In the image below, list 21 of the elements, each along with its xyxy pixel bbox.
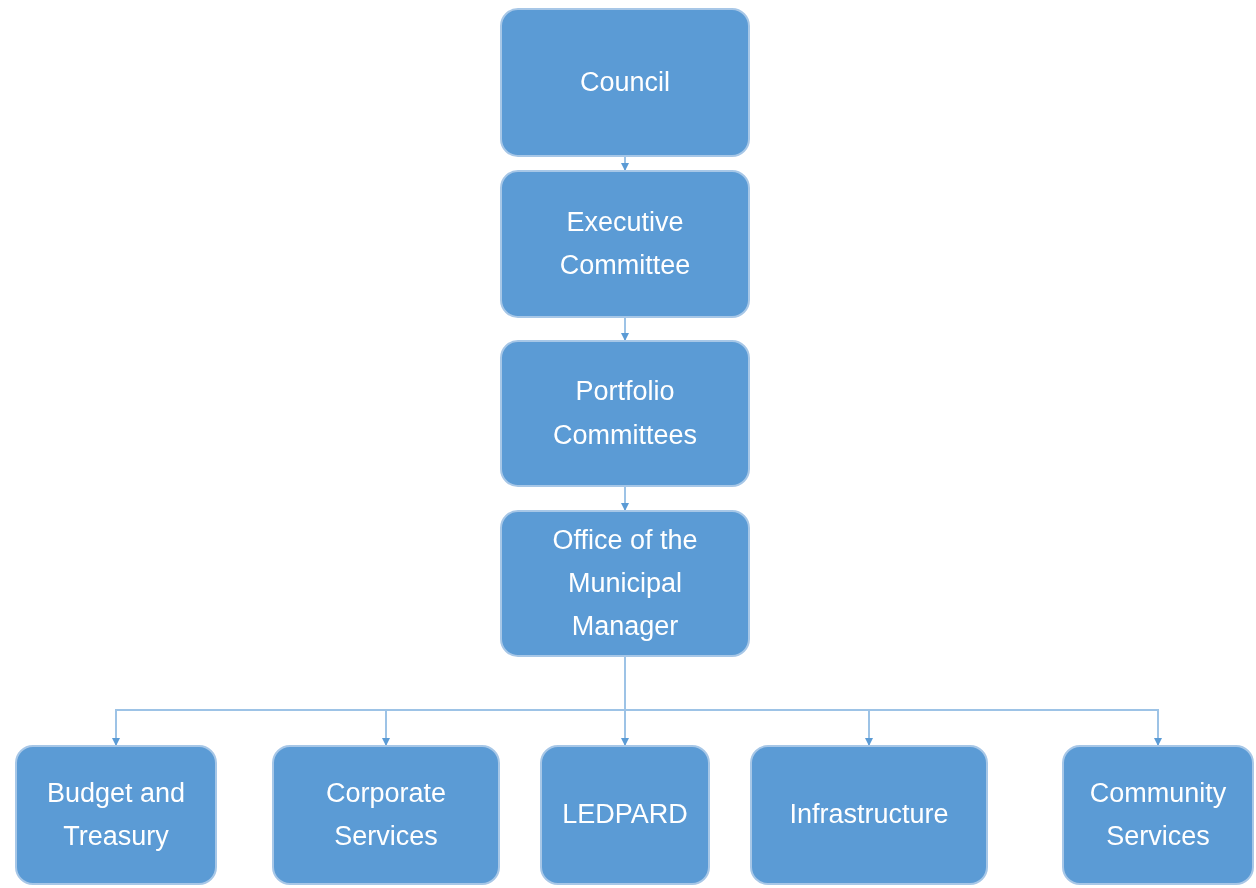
unit-name: Budget and Treasury bbox=[45, 776, 187, 853]
org-unit-box bbox=[500, 170, 750, 318]
unit-name: Portfolio Committees bbox=[552, 375, 698, 452]
unit-name: LEDPARD bbox=[562, 798, 688, 832]
unit-name: Council bbox=[579, 65, 670, 99]
org-unit-box bbox=[750, 745, 988, 885]
unit-name: Corporate Services bbox=[324, 776, 448, 853]
unit-name: Executive Committee bbox=[558, 205, 692, 282]
unit-name: Office of the Municipal Manager bbox=[551, 523, 699, 644]
connector-arrow bbox=[621, 156, 629, 171]
org-unit-box bbox=[1062, 745, 1254, 885]
org-unit-box bbox=[500, 8, 750, 157]
org-unit-box bbox=[15, 745, 217, 885]
unit-name: Infrastructure bbox=[789, 798, 949, 832]
org-unit-box bbox=[500, 510, 750, 657]
org-unit-box bbox=[272, 745, 500, 885]
org-unit-box bbox=[500, 340, 750, 487]
connector-arrow bbox=[621, 486, 629, 511]
connector-arrow bbox=[621, 317, 629, 341]
unit-name: Community Services bbox=[1088, 776, 1228, 853]
org-unit-box bbox=[540, 745, 710, 885]
